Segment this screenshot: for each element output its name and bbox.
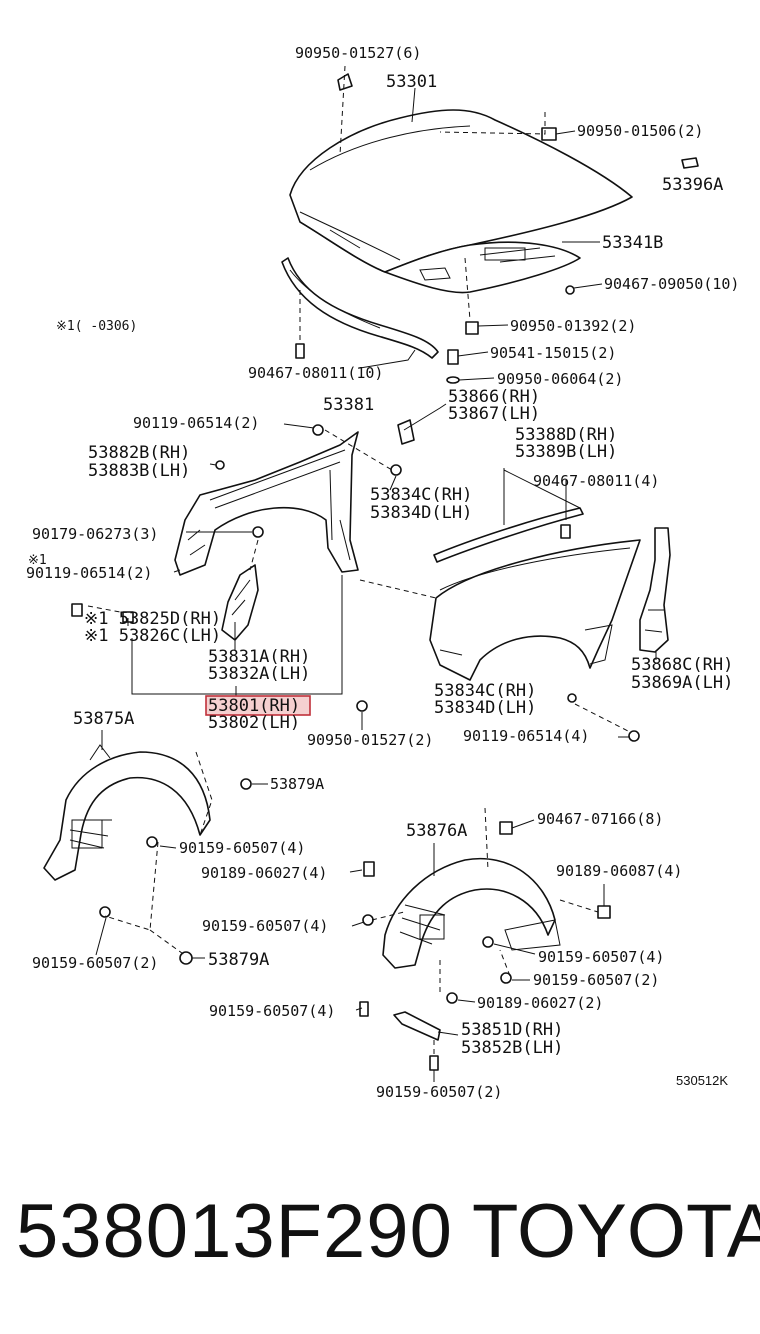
label-53388d-rh[interactable]: 53388D(RH) — [515, 425, 617, 445]
diagram-code: 530512K — [676, 1073, 728, 1088]
footer-part-number: 538013F290 — [16, 1189, 453, 1274]
label-90467-07166-8[interactable]: 90467-07166(8) — [537, 810, 663, 828]
label-53834d-lh-a[interactable]: 53834D(LH) — [370, 503, 472, 523]
label-90159-60507-2b[interactable]: 90159-60507(2) — [533, 971, 659, 989]
highlight-box — [205, 695, 311, 716]
label-53883b-lh[interactable]: 53883B(LH) — [88, 461, 190, 481]
label-53802-lh[interactable]: 53802(LH) — [208, 713, 300, 733]
label-53879a-a[interactable]: 53879A — [270, 775, 324, 793]
label-90467-08011-4[interactable]: 90467-08011(4) — [533, 472, 659, 490]
label-53851d-rh[interactable]: 53851D(RH) — [461, 1020, 563, 1040]
fender-liner-front-part — [43, 744, 211, 881]
label-90950-01527-2[interactable]: 90950-01527(2) — [307, 731, 433, 749]
label-90159-60507-2a[interactable]: 90159-60507(2) — [32, 954, 158, 972]
footer-brand: TOYOTA — [472, 1189, 760, 1274]
fasteners — [71, 73, 699, 1071]
label-53834c-rh-b[interactable]: 53834C(RH) — [434, 681, 536, 701]
fender-splash-shield-part — [639, 527, 671, 653]
label-53341b[interactable]: 53341B — [602, 233, 663, 253]
label-90950-06064-2[interactable]: 90950-06064(2) — [497, 370, 623, 388]
note-0306: ※1( -0306) — [56, 319, 137, 334]
label-90189-06027-2[interactable]: 90189-06027(2) — [477, 994, 603, 1012]
label-53866-rh[interactable]: 53866(RH) — [448, 387, 540, 407]
label-90159-60507-2c[interactable]: 90159-60507(2) — [376, 1083, 502, 1101]
label-90950-01392-2[interactable]: 90950-01392(2) — [510, 317, 636, 335]
label-90119-06514-2b[interactable]: 90119-06514(2) — [26, 564, 152, 582]
exploded-parts-diagram: 90950-01527(6) 53301 90950-01506(2) 5339… — [26, 44, 739, 1101]
fender-liner-rear-part — [382, 857, 561, 969]
hood-seal-part — [281, 257, 439, 359]
label-53879a-b[interactable]: 53879A — [208, 950, 269, 970]
label-90189-06087-4[interactable]: 90189-06087(4) — [556, 862, 682, 880]
label-53875a[interactable]: 53875A — [73, 709, 134, 729]
label-90119-06514-2a[interactable]: 90119-06514(2) — [133, 414, 259, 432]
label-90159-60507-4b[interactable]: 90159-60507(4) — [202, 917, 328, 935]
label-53868c-rh[interactable]: 53868C(RH) — [631, 655, 733, 675]
note-mark-a: ※1 — [28, 553, 47, 568]
label-53852b-lh[interactable]: 53852B(LH) — [461, 1038, 563, 1058]
label-53389b-lh[interactable]: 53389B(LH) — [515, 442, 617, 462]
label-53831a-rh[interactable]: 53831A(RH) — [208, 647, 310, 667]
label-90467-09050-10[interactable]: 90467-09050(10) — [604, 275, 739, 293]
label-90159-60507-4c[interactable]: 90159-60507(4) — [538, 948, 664, 966]
label-53301[interactable]: 53301 — [386, 72, 437, 92]
hood-part — [289, 109, 633, 294]
label-53834d-lh-b[interactable]: 53834D(LH) — [434, 698, 536, 718]
label-90119-06514-4[interactable]: 90119-06514(4) — [463, 727, 589, 745]
part-labels: 90950-01527(6) 53301 90950-01506(2) 5339… — [26, 44, 739, 1101]
label-90159-60507-4a[interactable]: 90159-60507(4) — [179, 839, 305, 857]
label-90179-06273-3[interactable]: 90179-06273(3) — [32, 525, 158, 543]
label-53832a-lh[interactable]: 53832A(LH) — [208, 664, 310, 684]
label-53834c-rh-a[interactable]: 53834C(RH) — [370, 485, 472, 505]
label-53801-rh[interactable]: 53801(RH) — [208, 696, 300, 716]
label-53825d-rh[interactable]: ※1 53825D(RH) — [84, 609, 221, 629]
label-53876a[interactable]: 53876A — [406, 821, 467, 841]
label-90467-08011-10[interactable]: 90467-08011(10) — [248, 364, 383, 382]
front-fender-part — [429, 539, 641, 681]
fender-moulding-part — [433, 507, 584, 563]
label-53381[interactable]: 53381 — [323, 395, 374, 415]
label-90950-01527-6[interactable]: 90950-01527(6) — [295, 44, 421, 62]
label-90541-15015-2[interactable]: 90541-15015(2) — [490, 344, 616, 362]
label-90189-06027-4[interactable]: 90189-06027(4) — [201, 864, 327, 882]
label-90950-01506-2[interactable]: 90950-01506(2) — [577, 122, 703, 140]
fender-inner-panel-part — [174, 431, 359, 576]
label-53396a[interactable]: 53396A — [662, 175, 723, 195]
label-90159-60507-4d[interactable]: 90159-60507(4) — [209, 1002, 335, 1020]
leader-lines — [87, 65, 657, 1082]
liner-bracket-part — [393, 1011, 441, 1041]
label-53869a-lh[interactable]: 53869A(LH) — [631, 673, 733, 693]
label-53882b-rh[interactable]: 53882B(RH) — [88, 443, 190, 463]
label-53867-lh[interactable]: 53867(LH) — [448, 404, 540, 424]
fender-bracket-part — [221, 564, 259, 641]
clip-icon — [337, 73, 353, 91]
label-53826c-lh[interactable]: ※1 53826C(LH) — [84, 626, 221, 646]
